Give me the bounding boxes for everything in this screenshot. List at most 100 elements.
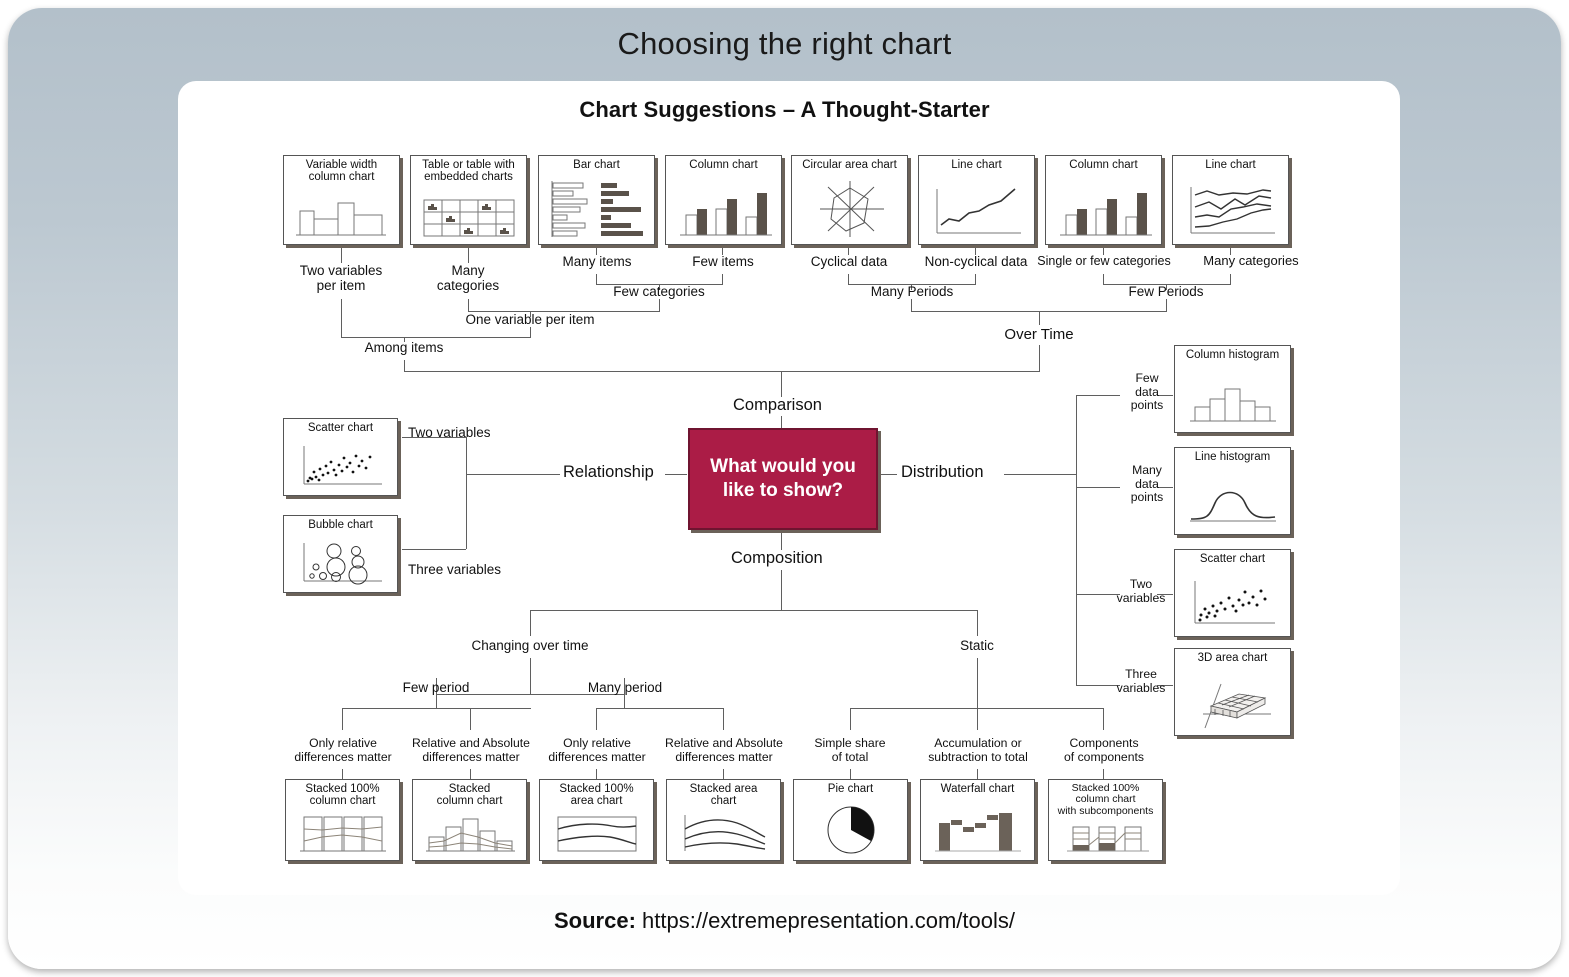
chart-card-scatter-distribution[interactable]: Scatter chart	[1174, 549, 1291, 637]
variable-width-column-icon	[284, 197, 399, 241]
group-label-few-categories: Few categories	[613, 284, 705, 299]
scatter-chart-icon	[284, 444, 397, 492]
column-chart-icon	[1046, 187, 1161, 241]
diagram-title: Chart Suggestions – A Thought-Starter	[579, 97, 990, 122]
table-embedded-icon	[411, 197, 526, 241]
branch-relationship: Relationship	[563, 463, 654, 481]
chart-card-bar[interactable]: Bar chart	[538, 155, 655, 245]
chart-card-title: Line chart	[1205, 159, 1256, 171]
chart-card-title: Column histogram	[1185, 349, 1280, 361]
chart-card-title: Stacked 100%area chart	[559, 783, 634, 808]
chart-card-stacked-100-area[interactable]: Stacked 100%area chart	[539, 779, 654, 861]
3d-area-chart-icon	[1175, 680, 1290, 732]
group-label-among-items: Among items	[364, 340, 444, 355]
chart-card-scatter-relationship[interactable]: Scatter chart	[283, 418, 398, 496]
chart-card-title: Line histogram	[1194, 451, 1271, 463]
chart-card-title: Scatter chart	[1199, 553, 1266, 565]
group-label-many-periods: Many Periods	[870, 284, 954, 299]
radar-chart-icon	[792, 179, 907, 241]
group-label-few-periods: Few Periods	[1128, 284, 1204, 299]
column-chart-icon	[666, 187, 781, 241]
branch-composition: Composition	[731, 549, 823, 567]
chart-card-column-few-categories[interactable]: Column chart	[1045, 155, 1162, 245]
leaf-label-two-variables: Two variables	[408, 425, 491, 440]
chart-card-title: Waterfall chart	[940, 783, 1015, 795]
chart-card-title: Circular area chart	[802, 159, 897, 171]
stacked-column-icon	[413, 813, 526, 857]
chart-card-title: Stacked 100%column chart	[305, 783, 380, 808]
chart-card-bubble[interactable]: Bubble chart	[283, 515, 398, 593]
source-footer: Source: https://extremepresentation.com/…	[0, 908, 1569, 934]
leaf-label-non-cyclical-data: Non-cyclical data	[924, 254, 1028, 269]
chart-card-line-histogram[interactable]: Line histogram	[1174, 447, 1291, 535]
group-label-many-period: Many period	[587, 680, 663, 695]
leaf-label-three-variables: Three variables	[408, 562, 502, 577]
chart-card-waterfall[interactable]: Waterfall chart	[920, 779, 1035, 861]
source-url: https://extremepresentation.com/tools/	[642, 908, 1015, 933]
chart-card-title: Scatter chart	[307, 422, 374, 434]
chart-card-pie[interactable]: Pie chart	[793, 779, 908, 861]
chart-card-circular-area[interactable]: Circular area chart	[791, 155, 908, 245]
chart-card-column-few-items[interactable]: Column chart	[665, 155, 782, 245]
branch-comparison: Comparison	[733, 396, 822, 414]
chart-card-title: Bubble chart	[308, 519, 373, 531]
group-label-few-period: Few period	[402, 680, 470, 695]
line-chart-icon	[919, 187, 1034, 241]
bubble-chart-icon	[284, 541, 397, 589]
chart-card-title: Line chart	[951, 159, 1002, 171]
waterfall-chart-icon	[921, 807, 1034, 857]
chart-card-title: Bar chart	[573, 159, 620, 171]
column-histogram-icon	[1175, 377, 1290, 429]
source-label: Source:	[553, 908, 636, 933]
leaf-label-cyclical-data: Cyclical data	[810, 254, 888, 269]
group-label-one-variable-per-item: One variable per item	[465, 312, 595, 327]
branch-distribution: Distribution	[901, 463, 984, 481]
group-label-over-time: Over Time	[1004, 326, 1074, 343]
stacked-subcomponents-icon	[1049, 821, 1162, 857]
group-label-changing-over-time: Changing over time	[471, 638, 589, 653]
stacked-area-icon	[667, 813, 780, 857]
chart-card-stacked-100-column[interactable]: Stacked 100%column chart	[285, 779, 400, 861]
chart-card-title: 3D area chart	[1197, 652, 1268, 664]
chart-card-line-many-categories[interactable]: Line chart	[1172, 155, 1289, 245]
multi-line-chart-icon	[1173, 185, 1288, 241]
scatter-chart-icon	[1175, 579, 1290, 633]
pie-chart-icon	[794, 801, 907, 857]
chart-card-line-noncyclical[interactable]: Line chart	[918, 155, 1035, 245]
chart-card-title: Pie chart	[827, 783, 874, 795]
bar-chart-icon	[539, 179, 654, 241]
leaf-label-many-categories-time: Many categories	[1203, 253, 1299, 268]
chart-card-title: Column chart	[689, 159, 758, 171]
leaf-label-single-or-few-categories: Single or few categories	[1037, 254, 1171, 268]
line-histogram-icon	[1175, 479, 1290, 531]
leaf-label-few-items: Few items	[692, 254, 754, 269]
page-title: Choosing the right chart	[617, 26, 952, 61]
leaf-label-many-items: Many items	[562, 254, 632, 269]
chart-card-3d-area[interactable]: 3D area chart	[1174, 648, 1291, 736]
stacked-100-column-icon	[286, 813, 399, 857]
chart-card-column-histogram[interactable]: Column histogram	[1174, 345, 1291, 433]
